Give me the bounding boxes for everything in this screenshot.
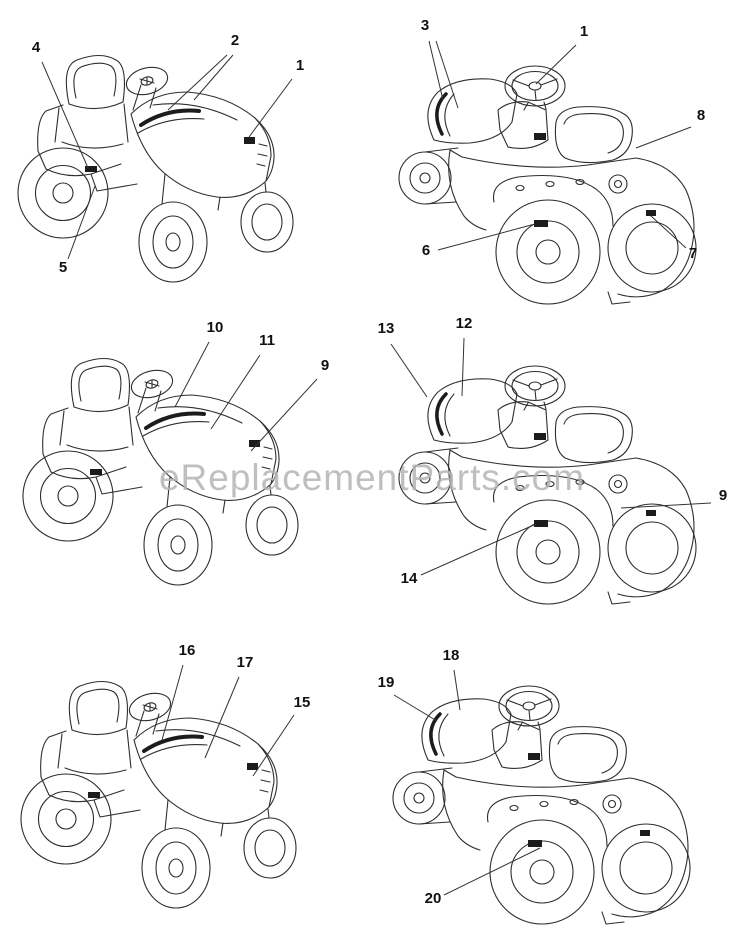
callout-leader-line-4 [41, 61, 89, 169]
callout-number-12[interactable]: 12 [456, 315, 473, 332]
callout-number-16[interactable]: 16 [179, 642, 196, 659]
callout-number-13[interactable]: 13 [378, 320, 395, 337]
callout-number-15[interactable]: 15 [294, 694, 311, 711]
callout-number-18[interactable]: 18 [443, 647, 460, 664]
tractor-rear-view-top-right [398, 64, 698, 306]
callout-number-2[interactable]: 2 [231, 32, 239, 49]
callout-number-9[interactable]: 9 [719, 487, 727, 504]
watermark-text: eReplacementParts.com [159, 457, 585, 498]
callout-number-6[interactable]: 6 [422, 242, 430, 259]
callout-number-1[interactable]: 1 [580, 23, 588, 40]
callout-leader-line-3 [435, 40, 459, 109]
callout-leader-line-7 [650, 215, 687, 249]
tractor-front-view-top-left [16, 53, 295, 284]
callout-leader-line-16 [161, 664, 184, 741]
callout-leader-line-12 [461, 337, 465, 397]
callout-number-1[interactable]: 1 [296, 57, 304, 74]
callout-leader-line-17 [204, 676, 240, 759]
callout-number-11[interactable]: 11 [259, 332, 275, 349]
callout-number-10[interactable]: 10 [207, 319, 224, 336]
callout-leader-line-3 [428, 40, 444, 101]
callout-number-4[interactable]: 4 [32, 39, 41, 56]
callout-leader-line-18 [453, 669, 461, 711]
tractor-rear-view-bottom-right [392, 684, 692, 926]
callout-leader-line-1 [248, 78, 293, 138]
callout-number-17[interactable]: 17 [237, 654, 254, 671]
callout-leader-line-10 [174, 341, 210, 408]
callout-leader-line-8 [635, 126, 692, 149]
callout-leader-line-9 [250, 378, 318, 452]
callout-number-19[interactable]: 19 [378, 674, 395, 691]
callout-leader-line-13 [390, 343, 428, 398]
callout-leader-line-20 [443, 847, 541, 896]
callout-leader-line-9 [620, 502, 712, 509]
callout-number-14[interactable]: 14 [401, 570, 418, 587]
callout-leader-line-19 [393, 694, 438, 722]
tractor-front-view-bottom-left [19, 679, 298, 910]
callout-leader-line-14 [420, 523, 537, 576]
callout-leader-line-6 [437, 223, 536, 251]
callout-number-5[interactable]: 5 [59, 259, 67, 276]
callout-leader-line-5 [67, 185, 96, 260]
callout-number-9[interactable]: 9 [321, 357, 329, 374]
callout-leader-line-11 [210, 354, 261, 430]
callout-leader-line-15 [252, 714, 295, 777]
callout-leader-line-2 [167, 54, 228, 111]
callout-leader-line-2 [193, 54, 234, 101]
callout-number-8[interactable]: 8 [697, 107, 705, 124]
callout-number-3[interactable]: 3 [421, 17, 429, 34]
callout-number-7[interactable]: 7 [689, 245, 697, 262]
callout-number-20[interactable]: 20 [425, 890, 442, 907]
callout-leader-line-1 [535, 44, 577, 85]
